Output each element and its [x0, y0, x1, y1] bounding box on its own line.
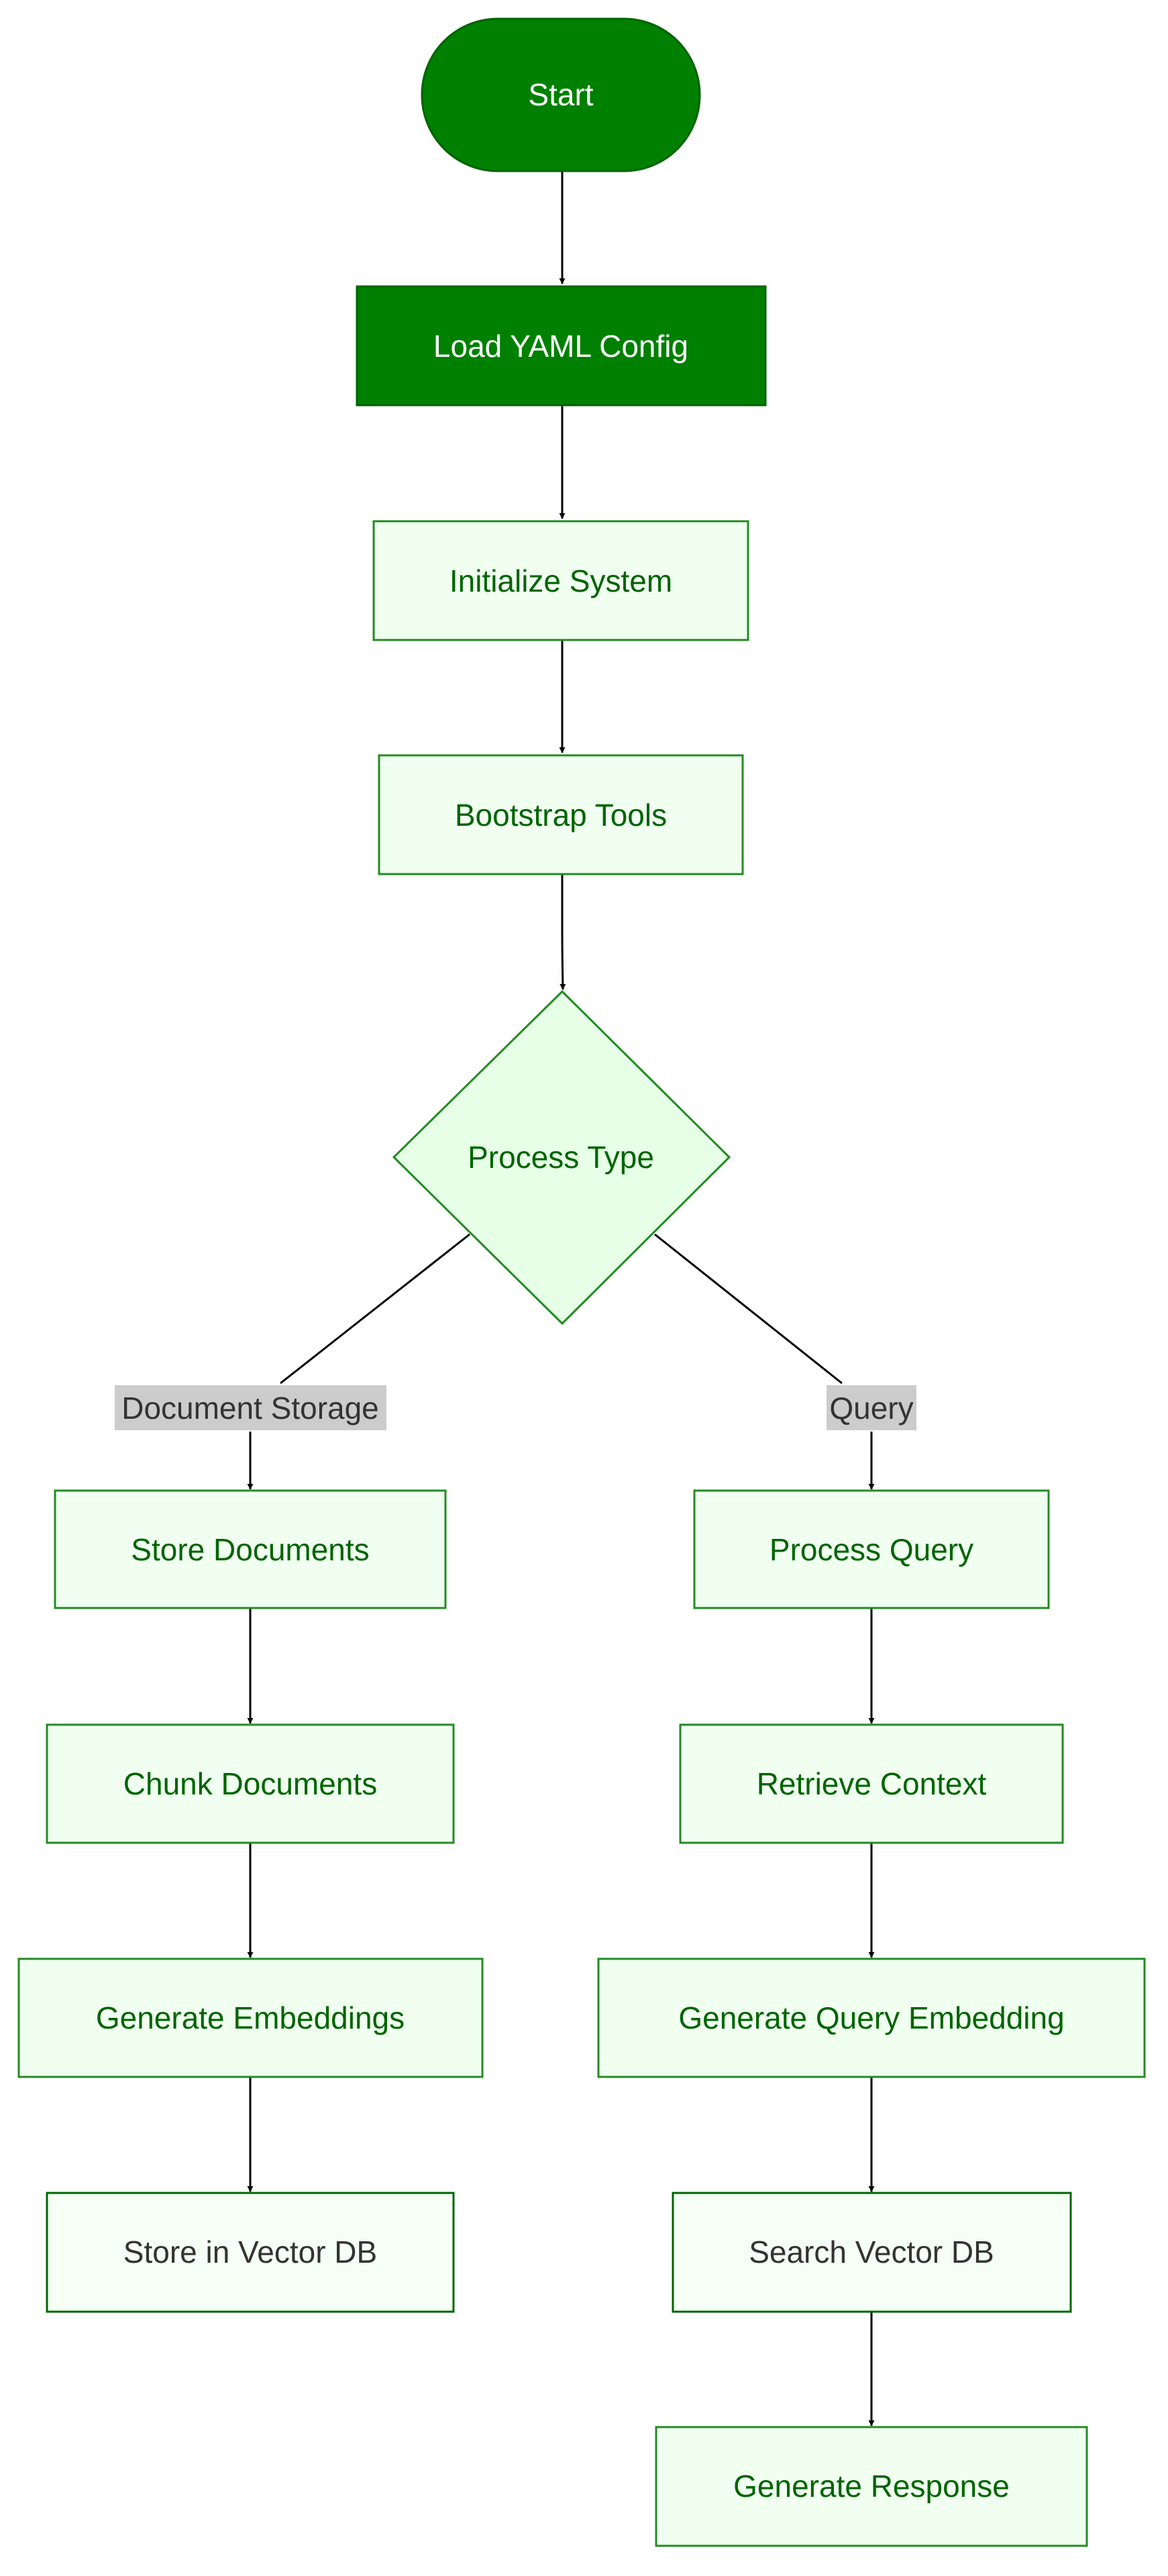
- edge-bootstrap-to-process-type: [560, 874, 566, 990]
- node-generate-embeddings-label: Generate Embeddings: [96, 2000, 405, 2035]
- node-generate-query-embedding-label: Generate Query Embedding: [678, 2000, 1064, 2035]
- node-load-config-label: Load YAML Config: [433, 329, 688, 364]
- edge-label-text: Query: [829, 1391, 913, 1426]
- node-chunk-documents-label: Chunk Documents: [123, 1766, 377, 1801]
- decision-process-type-label: Process Type: [468, 1140, 654, 1175]
- node-load-config: Load YAML Config: [356, 285, 767, 407]
- node-bootstrap-label: Bootstrap Tools: [455, 798, 667, 833]
- node-retrieve-context: Retrieve Context: [679, 1723, 1064, 1844]
- node-initialize: Initialize System: [372, 520, 749, 641]
- edges: [247, 171, 875, 2426]
- node-search-vector-db-label: Search Vector DB: [749, 2235, 994, 2269]
- edge-process-type-to-document-storage: [280, 1233, 470, 1385]
- node-retrieve-context-label: Retrieve Context: [757, 1766, 987, 1801]
- node-store-documents: Store Documents: [54, 1489, 447, 1609]
- edge-label-document-storage: Document Storage: [115, 1385, 386, 1430]
- node-store-vector-db: Store in Vector DB: [46, 2192, 455, 2313]
- node-search-vector-db: Search Vector DB: [672, 2192, 1072, 2313]
- node-bootstrap: Bootstrap Tools: [378, 754, 744, 875]
- node-generate-response: Generate Response: [655, 2426, 1088, 2547]
- node-store-vector-db-label: Store in Vector DB: [123, 2235, 377, 2269]
- decision-process-type: Process Type: [392, 989, 731, 1326]
- node-process-query: Process Query: [693, 1489, 1050, 1609]
- node-process-query-label: Process Query: [769, 1532, 973, 1567]
- node-initialize-label: Initialize System: [449, 564, 672, 598]
- node-start: Start: [421, 17, 701, 172]
- edge-label-text: Document Storage: [121, 1391, 379, 1426]
- node-store-documents-label: Store Documents: [131, 1532, 369, 1567]
- node-chunk-documents: Chunk Documents: [46, 1723, 455, 1844]
- edge-label-query: Query: [827, 1385, 916, 1430]
- edge-label-background: [827, 1385, 916, 1430]
- node-generate-response-label: Generate Response: [733, 2469, 1010, 2504]
- node-generate-query-embedding: Generate Query Embedding: [597, 1957, 1146, 2078]
- edge-label-background: [115, 1385, 386, 1430]
- node-start-label: Start: [528, 77, 593, 112]
- edge-process-type-to-query: [654, 1233, 843, 1385]
- node-generate-embeddings: Generate Embeddings: [17, 1957, 484, 2078]
